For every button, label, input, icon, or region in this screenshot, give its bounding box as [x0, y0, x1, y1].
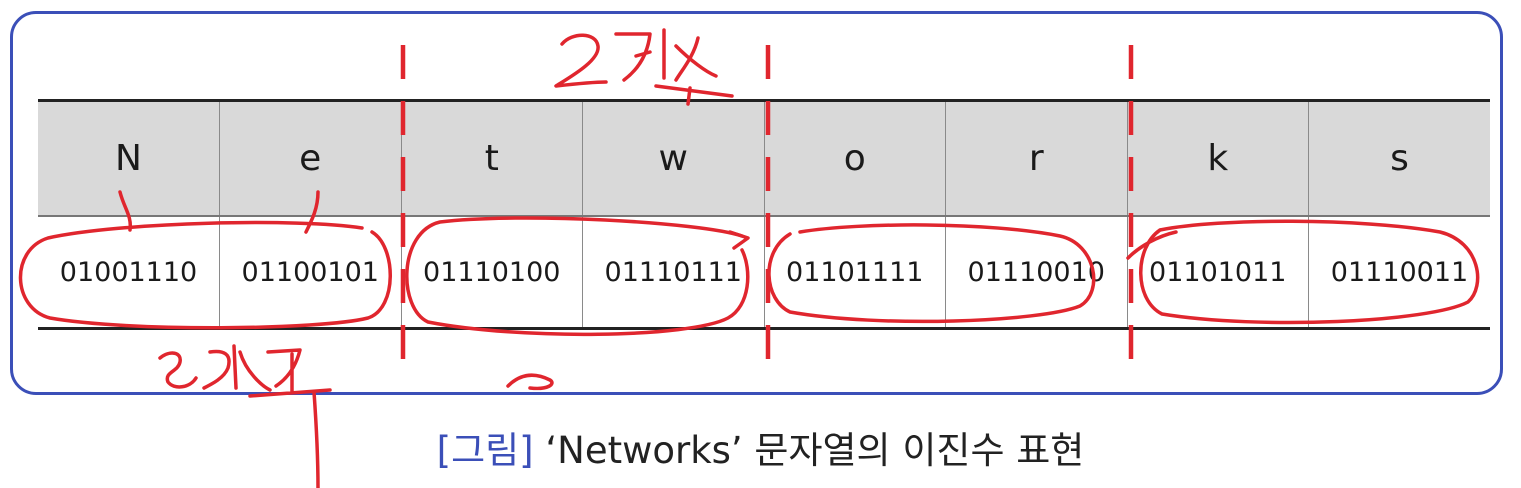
- binary-table: N e t w o r k s 01001110 01100101 011101…: [38, 99, 1490, 330]
- char-cell: t: [400, 100, 583, 217]
- character-row: N e t w o r k s: [38, 100, 1490, 217]
- binary-cell: 01100101: [219, 216, 401, 329]
- binary-cell: 01110010: [945, 216, 1127, 329]
- binary-cell: 01101011: [1126, 216, 1309, 329]
- binary-cell: 01101111: [763, 216, 946, 329]
- char-cell: w: [582, 100, 764, 217]
- char-cell: o: [763, 100, 946, 217]
- caption-text: ‘Networks’ 문자열의 이진수 표현: [545, 429, 1085, 472]
- caption-tag: [그림]: [436, 429, 534, 472]
- char-cell: k: [1126, 100, 1309, 217]
- binary-cell: 01001110: [38, 216, 220, 329]
- char-cell: N: [38, 100, 220, 217]
- binary-cell: 01110100: [400, 216, 583, 329]
- binary-cell: 01110111: [582, 216, 764, 329]
- binary-cell: 01110011: [1308, 216, 1490, 329]
- figure-caption: [그림] ‘Networks’ 문자열의 이진수 표현: [0, 420, 1521, 474]
- binary-row: 01001110 01100101 01110100 01110111 0110…: [38, 216, 1490, 329]
- char-cell: r: [945, 100, 1127, 217]
- char-cell: e: [219, 100, 401, 217]
- char-cell: s: [1308, 100, 1490, 217]
